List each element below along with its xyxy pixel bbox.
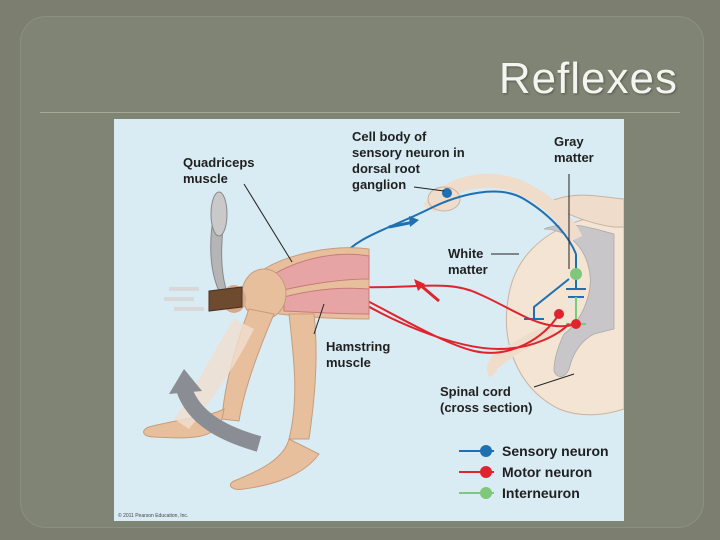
label-white-2: matter (448, 262, 488, 277)
label-gray-1: Gray (554, 134, 584, 149)
movement-arrow-icon (176, 386, 262, 452)
legend-sensory-label: Sensory neuron (502, 443, 609, 459)
motor-neuron-path-2 (358, 284, 577, 328)
legend-motor-dot (480, 466, 492, 478)
interneuron-cell-body (570, 268, 582, 280)
reflex-hammer-icon (208, 191, 243, 312)
label-spinal-cord-2: (cross section) (440, 400, 532, 415)
motor-neuron-path-1 (353, 293, 560, 354)
legend-inter-label: Interneuron (502, 485, 580, 501)
sensory-cell-body (442, 188, 452, 198)
label-hamstring-2: muscle (326, 355, 371, 370)
title-divider (40, 112, 680, 113)
sensory-neuron-path (338, 190, 577, 262)
sensory-arrow-icon (409, 216, 419, 227)
motor-arrow-icon (414, 279, 425, 291)
label-quadriceps-1: Quadriceps (183, 155, 255, 170)
motor-cell-body-2 (571, 319, 581, 329)
legend: Sensory neuron Motor neuron Interneuron (459, 443, 609, 501)
label-cell-body-4: ganglion (352, 177, 406, 192)
label-white-1: White (448, 246, 483, 261)
motor-cell-body-1 (554, 309, 564, 319)
label-gray-2: matter (554, 150, 594, 165)
copyright: © 2011 Pearson Education, Inc. (118, 512, 188, 519)
leg-illustration (143, 247, 370, 490)
reflex-diagram: Cell body of sensory neuron in dorsal ro… (114, 119, 624, 521)
hamstring-muscle (283, 287, 370, 315)
label-spinal-cord-1: Spinal cord (440, 384, 511, 399)
label-quadriceps-2: muscle (183, 171, 228, 186)
quadriceps-muscle (273, 253, 370, 292)
label-hamstring-1: Hamstring (326, 339, 390, 354)
legend-sensory-dot (480, 445, 492, 457)
label-cell-body-1: Cell body of (352, 129, 427, 144)
label-cell-body-3: dorsal root (352, 161, 421, 176)
legend-motor-label: Motor neuron (502, 464, 592, 480)
reflex-diagram-svg: Cell body of sensory neuron in dorsal ro… (118, 129, 624, 519)
slide-title: Reflexes (498, 54, 678, 103)
legend-inter-dot (480, 487, 492, 499)
label-cell-body-2: sensory neuron in (352, 145, 465, 160)
